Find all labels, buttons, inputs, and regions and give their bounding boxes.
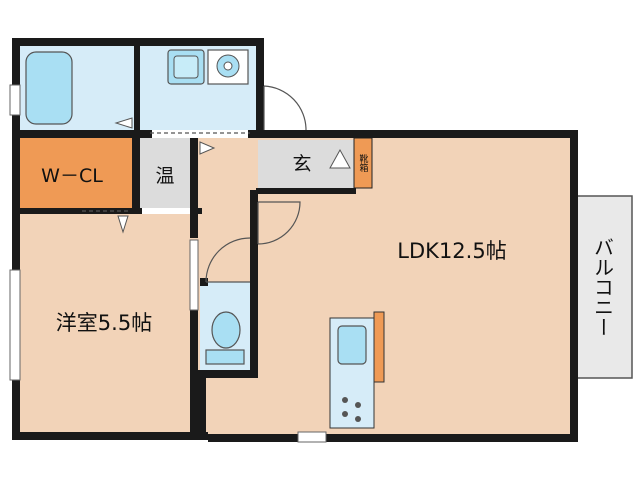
stove-icon [342, 397, 361, 422]
walls [12, 38, 578, 442]
western-room-label: 洋室5.5帖 [56, 311, 152, 335]
shoe-box-label: 靴箱 [358, 153, 369, 173]
front-door-swing [263, 85, 307, 131]
western-room-floor [18, 214, 192, 432]
ldk-bottom-window [297, 431, 327, 443]
toilet-door-swing [205, 237, 251, 283]
closet-door-arrow [117, 215, 129, 234]
kitchen-sink-icon [337, 325, 367, 365]
washroom-door-arrow [114, 117, 133, 129]
ldk-door-swing [257, 201, 301, 245]
walk-in-closet-floor [18, 138, 132, 208]
bathtub-icon [25, 51, 73, 125]
water-heater-space [140, 138, 190, 208]
entrance-label: 玄 [292, 153, 311, 175]
western-room-window [9, 269, 21, 381]
kitchen-backsplash [373, 311, 385, 383]
balcony-area [569, 195, 633, 379]
ldk-label: LDK12.5帖 [397, 239, 506, 263]
bath-window [9, 84, 21, 116]
hall-door-arrow [199, 141, 216, 155]
lower-hall-floor [206, 378, 330, 434]
hall-window [189, 239, 199, 311]
balcony-label: バルコニー [591, 237, 615, 337]
toilet-icon [205, 311, 245, 365]
water-heater-label: 温 [155, 165, 174, 187]
genkan-step-arrow [329, 148, 351, 169]
walk-in-closet-label: W－CL [41, 165, 103, 187]
